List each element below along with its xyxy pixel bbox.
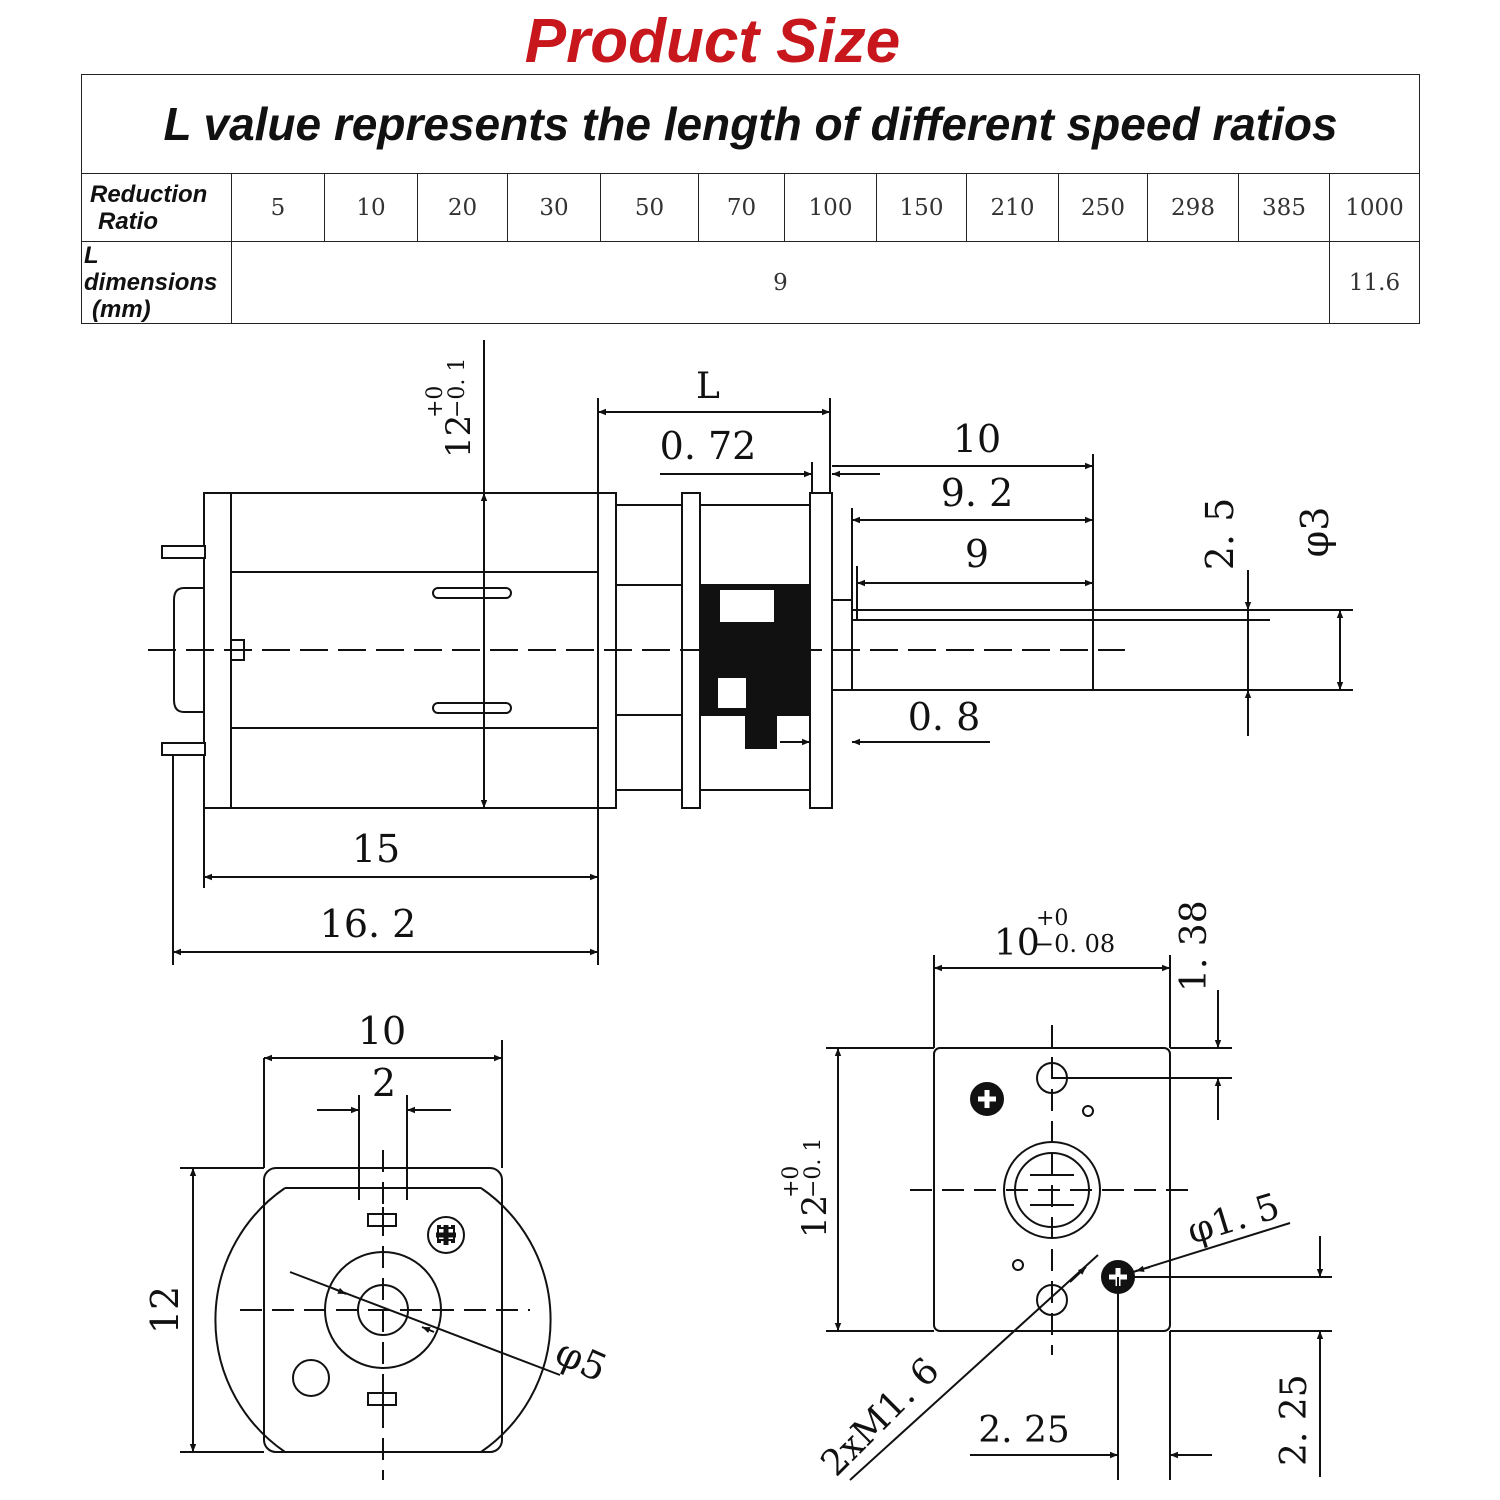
front-dim-label-10-tol-lower: −0. 08 xyxy=(1034,930,1115,958)
rear-dim-label-2: 2 xyxy=(372,1061,396,1105)
ratio-cell: 10 xyxy=(324,173,418,242)
front-view xyxy=(826,955,1332,1481)
terminal-top xyxy=(161,545,206,559)
ratio-cell: 20 xyxy=(417,173,508,242)
front-dim-label-10-base: 10 xyxy=(994,923,1040,964)
output-bushing xyxy=(831,599,853,691)
ratio-cell: 385 xyxy=(1238,173,1330,242)
ratio-cell: 298 xyxy=(1147,173,1239,242)
dim-label-12-tol-upper: +0 xyxy=(423,386,448,418)
front-dim-label-1-38: 1. 38 xyxy=(1174,900,1215,992)
dim-label-L: L xyxy=(696,366,720,407)
dim-label-10: 10 xyxy=(953,417,1001,461)
front-dim-label-2-25-h: 2. 25 xyxy=(978,1410,1070,1451)
terminal-bottom xyxy=(161,742,206,756)
front-dim-label-10-tol-upper: +0 xyxy=(1036,906,1068,931)
side-view xyxy=(148,340,1353,965)
dim-label-0-72: 0. 72 xyxy=(660,424,757,468)
ratio-cell: 210 xyxy=(966,173,1059,242)
output-shaft xyxy=(852,619,1262,691)
table-banner: L value represents the length of differe… xyxy=(80,74,1421,174)
row-label-line: Ratio xyxy=(98,207,158,235)
ratio-cell: 150 xyxy=(876,173,967,242)
dim-label-phi3: φ3 xyxy=(1293,507,1337,558)
rear-dim-label-phi5: φ5 xyxy=(549,1330,613,1391)
slot-bottom xyxy=(432,702,512,714)
dim-label-12-base: 12 xyxy=(439,415,479,458)
dim-label-0-8: 0. 8 xyxy=(908,695,981,739)
small-hole-bottom xyxy=(1012,1259,1024,1271)
front-dim-label-12-base: 12 xyxy=(795,1195,835,1238)
ratio-cell: 250 xyxy=(1058,173,1148,242)
front-dim-label-phi1-5: φ1. 5 xyxy=(1183,1186,1285,1253)
ratio-cell: 30 xyxy=(507,173,601,242)
front-dim-label-12-tol-lower: −0. 1 xyxy=(801,1138,826,1198)
row-label-line: (mm) xyxy=(92,296,151,323)
slot-top xyxy=(432,587,512,599)
table-row: L dimensions (mm) 9 11.6 xyxy=(81,241,1421,324)
speed-ratio-table: L value represents the length of differe… xyxy=(80,74,1421,324)
dim-label-15: 15 xyxy=(352,827,400,871)
front-dim-label-2xm1-6: 2xM1. 6 xyxy=(813,1350,947,1484)
dim-label-9-2: 9. 2 xyxy=(941,471,1014,515)
row-label-line: Reduction xyxy=(90,180,208,208)
page-title: Product Size xyxy=(524,7,901,76)
l-value-last: 11.6 xyxy=(1328,241,1421,324)
dim-label-9: 9 xyxy=(965,532,989,576)
dim-label-2-5: 2. 5 xyxy=(1198,498,1242,571)
row-label-line: L dimensions xyxy=(84,242,218,296)
small-hole-top xyxy=(1082,1105,1094,1117)
ratio-cell: 1000 xyxy=(1328,173,1421,242)
front-dim-label-2-25-v: 2. 25 xyxy=(1274,1374,1315,1466)
front-dim-label-12-tol-upper: +0 xyxy=(779,1166,804,1198)
ratio-cell: 70 xyxy=(698,173,785,242)
rear-hole xyxy=(292,1359,330,1397)
dim-label-12-tol-lower: −0. 1 xyxy=(445,358,470,418)
ratio-cell: 5 xyxy=(231,173,325,242)
rear-dim-label-12: 12 xyxy=(143,1286,187,1334)
dim-label-16-2: 16. 2 xyxy=(320,902,417,946)
l-value-common: 9 xyxy=(231,241,1330,324)
table-row: Reduction Ratio 5 10 20 30 50 70 100 150… xyxy=(81,173,1421,242)
row-label-l-dimensions: L dimensions (mm) xyxy=(81,241,232,324)
rear-view xyxy=(180,1040,561,1480)
rear-dim-label-10: 10 xyxy=(358,1009,406,1053)
